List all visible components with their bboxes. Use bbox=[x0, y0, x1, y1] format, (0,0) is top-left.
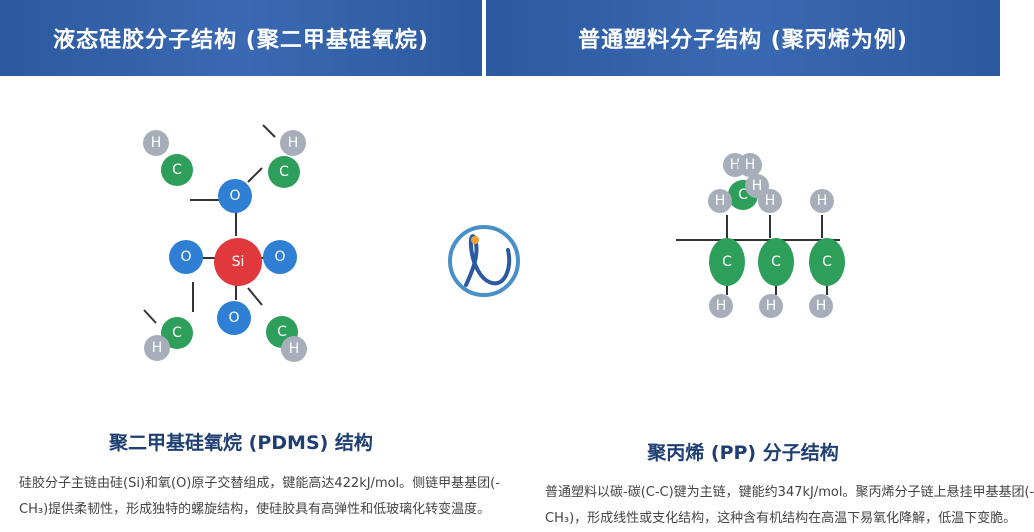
right-panel-title: 普通塑料分子结构 (聚丙烯为例) bbox=[486, 0, 1000, 76]
svg-text:H: H bbox=[151, 135, 162, 151]
svg-text:O: O bbox=[228, 310, 239, 326]
pdms-atom-o1: O bbox=[218, 179, 252, 213]
pdms-atom-o4: O bbox=[217, 301, 251, 335]
pdms-caption-line-1: 硅胶分子主链由硅(Si)和氧(O)原子交替组成，键能高达422kJ/mol。侧链… bbox=[19, 476, 500, 491]
svg-text:H: H bbox=[715, 193, 726, 209]
left-panel-title: 液态硅胶分子结构 (聚二甲基硅氧烷) bbox=[0, 0, 482, 76]
pp-caption-line-2: CH₃)，形成线性或支化结构，这种含有机结构在高温下易氧化降解，低温下变脆。 bbox=[545, 511, 1017, 526]
svg-text:H: H bbox=[765, 193, 776, 209]
svg-text:C: C bbox=[277, 324, 287, 340]
svg-text:H: H bbox=[716, 298, 727, 314]
svg-text:H: H bbox=[152, 340, 163, 356]
svg-text:H: H bbox=[752, 178, 763, 194]
pdms-atom-o2: O bbox=[169, 240, 203, 274]
pdms-atom-o3: O bbox=[263, 240, 297, 274]
pdms-bonds bbox=[143, 124, 276, 324]
svg-text:O: O bbox=[180, 249, 191, 265]
pp-atom-c2: C bbox=[758, 238, 794, 286]
svg-text:H: H bbox=[288, 135, 299, 151]
pdms-atom-si: Si bbox=[214, 238, 262, 286]
svg-text:O: O bbox=[229, 188, 240, 204]
svg-text:H: H bbox=[817, 193, 828, 209]
pp-atom-h-top2: H bbox=[738, 153, 762, 177]
pp-structure: H H C H H H H C C C H H H bbox=[676, 153, 845, 318]
svg-text:C: C bbox=[722, 254, 732, 270]
pp-caption-line-1: 普通塑料以碳-碳(C-C)键为主链，键能约347kJ/mol。聚丙烯分子链上悬挂… bbox=[545, 485, 1034, 500]
svg-text:H: H bbox=[289, 341, 300, 357]
pp-atom-c1: C bbox=[709, 238, 745, 286]
pp-atom-h-upper2: H bbox=[758, 189, 782, 213]
pdms-atom-c3: C bbox=[161, 317, 193, 349]
svg-text:C: C bbox=[771, 254, 781, 270]
pp-atom-c3: C bbox=[809, 238, 845, 286]
pdms-caption-title: 聚二甲基硅氧烷 (PDMS) 结构 bbox=[109, 432, 373, 454]
pdms-atom-h3: H bbox=[144, 335, 170, 361]
pdms-atom-h4: H bbox=[281, 336, 307, 362]
svg-text:C: C bbox=[279, 164, 289, 180]
header-divider bbox=[482, 0, 486, 76]
brand-logo-icon bbox=[448, 225, 520, 297]
svg-text:H: H bbox=[766, 298, 777, 314]
svg-text:C: C bbox=[172, 325, 182, 341]
svg-text:C: C bbox=[738, 187, 748, 203]
pdms-atom-h1: H bbox=[143, 130, 169, 156]
svg-text:H: H bbox=[745, 157, 756, 173]
svg-text:O: O bbox=[274, 249, 285, 265]
svg-text:H: H bbox=[730, 157, 741, 173]
svg-text:H: H bbox=[816, 298, 827, 314]
svg-text:Si: Si bbox=[232, 254, 245, 270]
svg-text:C: C bbox=[172, 162, 182, 178]
pp-atom-h-upper3: H bbox=[810, 189, 834, 213]
pdms-atom-c2: C bbox=[268, 156, 300, 188]
pp-atom-h-lower3: H bbox=[809, 294, 833, 318]
pdms-structure: H C H C O O Si O O C H C H bbox=[143, 124, 307, 362]
pp-atom-h-lower1: H bbox=[709, 294, 733, 318]
pp-atom-h-upper1: H bbox=[708, 189, 732, 213]
pdms-atom-h2: H bbox=[280, 130, 306, 156]
molecule-diagrams: H C H C O O Si O O C H C H H H C H H bbox=[143, 124, 845, 362]
svg-text:C: C bbox=[822, 254, 832, 270]
pdms-caption-line-2: CH₃)提供柔韧性，形成独特的螺旋结构，使硅胶具有高弹性和低玻璃化转变温度。 bbox=[19, 502, 491, 517]
pdms-atom-c1: C bbox=[161, 154, 193, 186]
pp-atom-h-lower2: H bbox=[759, 294, 783, 318]
pp-caption-title: 聚丙烯 (PP) 分子结构 bbox=[647, 442, 839, 464]
pp-bonds bbox=[676, 215, 840, 295]
